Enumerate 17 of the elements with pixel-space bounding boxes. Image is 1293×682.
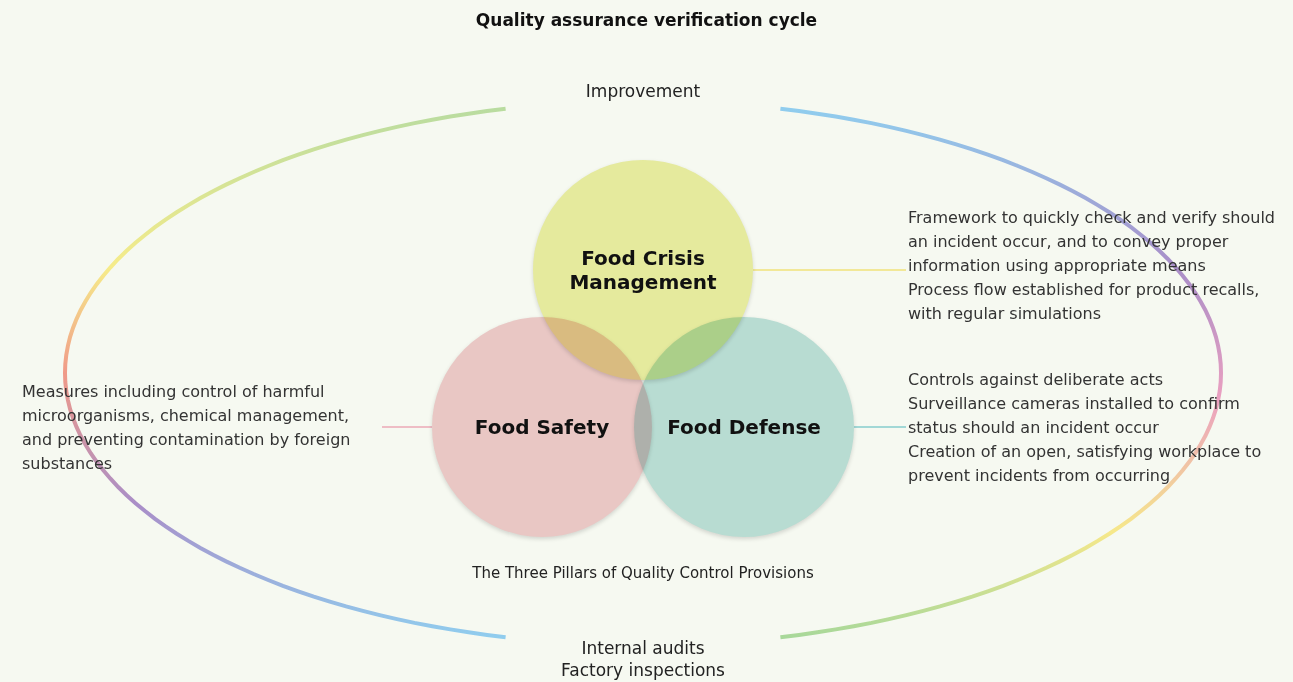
leader-line	[381, 426, 433, 428]
description-text: Controls against deliberate acts	[908, 369, 1164, 391]
description-text: Framework to quickly check and verify should an incident occur, and to convey proper information using appropriate means	[908, 207, 1276, 277]
cycle-label: Factory inspections	[561, 660, 725, 680]
description-text: Creation of an open, satisfying workplace to prevent incidents from occurring	[908, 441, 1263, 487]
description-text: Measures including control of harmful microorganisms, chemical management, and preventing contamination by foreign substances	[22, 381, 352, 475]
description-text: Surveillance cameras installed to confirm status should an incident occur	[908, 393, 1241, 439]
pillar-title: Food Defense	[666, 415, 822, 439]
pillar-title: Food Safety	[473, 415, 611, 439]
pillar-title: Food Crisis Management	[568, 246, 718, 294]
cycle-label: Improvement	[585, 81, 701, 101]
diagram-caption: The Three Pillars of Quality Control Provisions	[472, 564, 814, 582]
leader-line	[853, 426, 907, 428]
diagram-title: Quality assurance verification cycle	[475, 10, 818, 30]
cycle-label: Internal audits	[581, 638, 705, 658]
leader-line	[752, 269, 907, 271]
description-text: Process flow established for product recalls, with regular simulations	[908, 279, 1261, 325]
